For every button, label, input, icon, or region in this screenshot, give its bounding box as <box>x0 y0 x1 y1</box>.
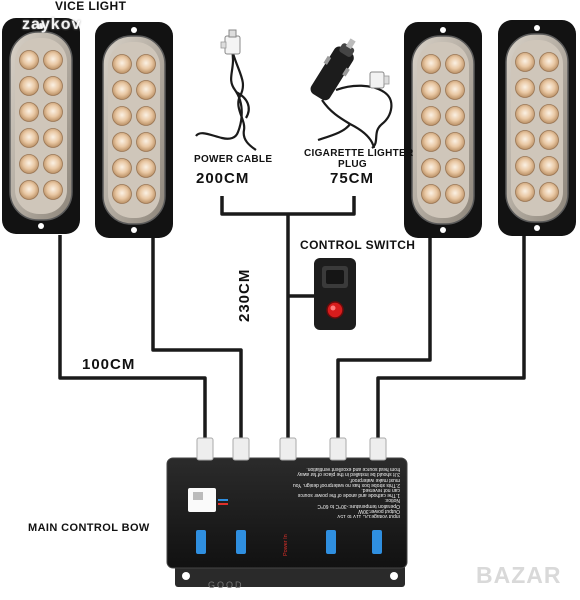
led-dot <box>43 102 63 122</box>
led-dot <box>19 154 39 174</box>
led-dot <box>445 80 465 100</box>
led-dot <box>112 80 132 100</box>
led-dot <box>515 182 535 202</box>
power-port-label: Power In <box>283 534 289 556</box>
led-dot <box>19 76 39 96</box>
led-dot <box>112 158 132 178</box>
cable-light-1 <box>58 235 207 450</box>
led-dot <box>421 158 441 178</box>
strobe-light-head <box>2 18 80 234</box>
main-control-box <box>166 437 408 587</box>
cigarette-lighter-plug <box>310 38 356 101</box>
led-dot <box>19 50 39 70</box>
length-230-label: 230CM <box>236 268 253 322</box>
led-dot <box>515 78 535 98</box>
led-dot <box>539 104 559 124</box>
cigarette-cable-coil <box>317 84 393 149</box>
cable-routing <box>58 196 526 450</box>
cigarette-lighter-length: 75CM <box>330 170 375 187</box>
led-dot <box>43 76 63 96</box>
led-dot <box>136 80 156 100</box>
led-dot <box>421 80 441 100</box>
led-dot <box>421 54 441 74</box>
box-brand: GOOD <box>208 580 244 590</box>
led-dot <box>445 106 465 126</box>
led-dot <box>112 184 132 204</box>
watermark-zaykov: zaykov <box>22 16 82 33</box>
led-dot <box>515 156 535 176</box>
spec-line: Operation temperature:-30°C to 60°C <box>317 502 400 509</box>
strobe-light-head <box>498 20 576 236</box>
led-dot <box>539 182 559 202</box>
led-dot <box>136 132 156 152</box>
power-cable-coil <box>195 49 257 151</box>
spec-line: from heat source and excellent ventilati… <box>306 466 400 473</box>
led-dot <box>539 78 559 98</box>
led-dot <box>515 52 535 72</box>
box-output-ports <box>196 437 387 461</box>
cable-light-2 <box>151 232 243 450</box>
led-dot <box>515 104 535 124</box>
led-dot <box>515 130 535 150</box>
led-dot <box>43 154 63 174</box>
led-dot <box>445 158 465 178</box>
led-dot <box>539 130 559 150</box>
led-dot <box>445 132 465 152</box>
cable-light-4 <box>376 235 526 450</box>
cigarette-cable-connector <box>369 71 390 89</box>
cable-power-branch <box>220 196 356 216</box>
led-dot <box>421 184 441 204</box>
power-cable-label: POWER CABLE <box>194 154 273 165</box>
led-dot <box>43 180 63 200</box>
led-dot <box>43 50 63 70</box>
led-dot <box>112 132 132 152</box>
led-dot <box>421 106 441 126</box>
main-control-label: MAIN CONTROL BOW <box>28 522 150 534</box>
led-dot <box>539 52 559 72</box>
strobe-light-head <box>404 22 482 238</box>
led-dot <box>112 106 132 126</box>
strobe-light-heads <box>2 18 576 238</box>
length-100-label: 100CM <box>82 356 136 373</box>
led-dot <box>539 156 559 176</box>
cigarette-lighter-label-1: CIGARETTE LIGHTER <box>304 148 414 159</box>
cigarette-lighter-label-2: PLUG <box>338 159 367 170</box>
power-cable-length: 200CM <box>196 170 250 187</box>
led-dot <box>19 128 39 148</box>
vice-light-label: VICE LIGHT <box>55 0 127 13</box>
led-dot <box>43 128 63 148</box>
led-dot <box>445 54 465 74</box>
led-dot <box>19 102 39 122</box>
cable-light-3 <box>336 232 432 450</box>
watermark-bazar: BAZAR <box>476 562 562 588</box>
control-switch-label: CONTROL SWITCH <box>300 238 416 252</box>
led-dot <box>19 180 39 200</box>
control-switch-body <box>314 258 356 330</box>
led-dot <box>136 158 156 178</box>
led-dot <box>136 106 156 126</box>
led-dot <box>112 54 132 74</box>
led-dot <box>136 184 156 204</box>
strobe-light-head <box>95 22 173 238</box>
led-dot <box>136 54 156 74</box>
led-dot <box>445 184 465 204</box>
led-dot <box>421 132 441 152</box>
box-port-indicators <box>196 530 382 554</box>
power-cable-connector <box>220 29 241 55</box>
spec-line: must make waterproof. <box>349 476 400 483</box>
